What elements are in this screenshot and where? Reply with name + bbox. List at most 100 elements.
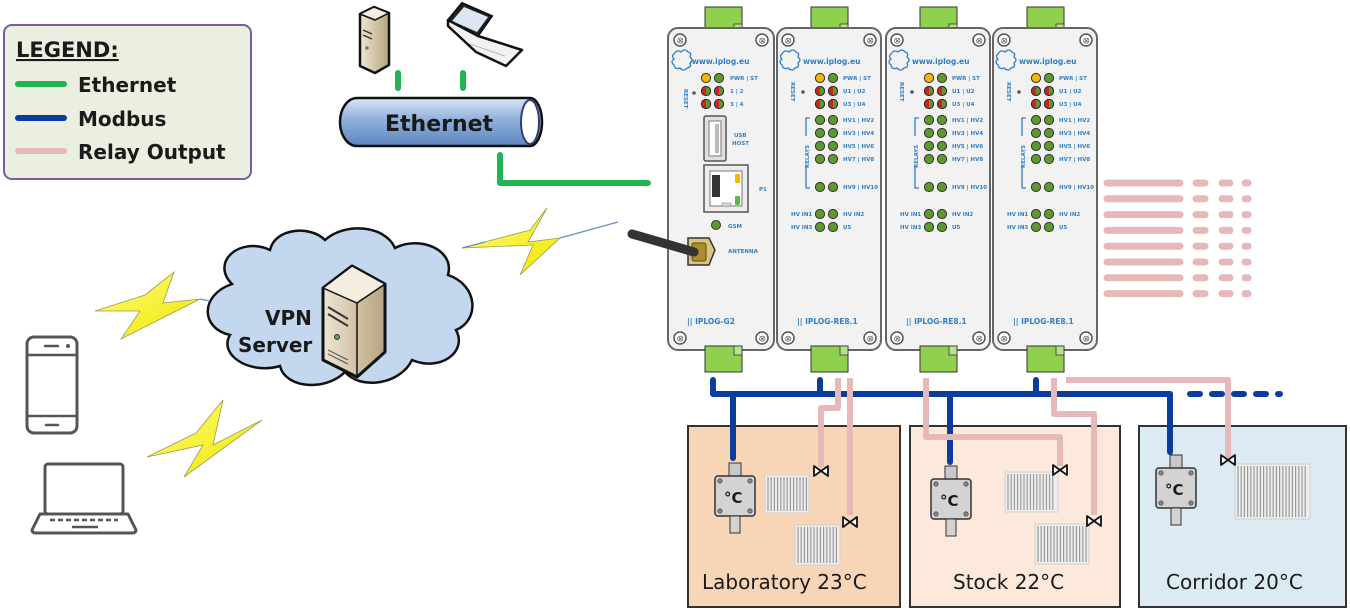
relay-led	[1043, 181, 1055, 193]
relay-module-led-label: PWR | ST	[1059, 76, 1087, 82]
relay-led	[1043, 140, 1055, 152]
ethernet-lan: Ethernet	[338, 1, 651, 186]
relay-module-reset-button[interactable]	[910, 90, 914, 94]
status-led	[936, 98, 948, 110]
gateway-led	[700, 85, 712, 97]
sensor-label: °C	[1165, 481, 1184, 499]
room-label-stock: Stock 22°C	[953, 570, 1064, 594]
p1-label: P1	[759, 187, 767, 193]
relay-led	[936, 153, 948, 165]
svg-text:⊗: ⊗	[677, 335, 685, 345]
status-led	[827, 98, 839, 110]
screw-icon: ⊗	[755, 331, 769, 345]
relays-label: RELAYS	[1021, 145, 1027, 168]
status-led	[936, 85, 948, 97]
svg-text:⊗: ⊗	[1001, 37, 1009, 47]
svg-text:⊗: ⊗	[867, 335, 875, 345]
relay-led-label: HV3 | HV4	[843, 131, 874, 137]
relay-led	[814, 127, 826, 139]
gsm-led	[711, 220, 721, 230]
relay-module-reset-label: RESET	[789, 82, 795, 102]
status-led	[1030, 98, 1042, 110]
input-label: HV IN3	[791, 225, 812, 231]
antenna-connector[interactable]	[687, 237, 716, 266]
status-led	[827, 72, 839, 84]
usb-label: USB	[734, 133, 747, 139]
lightning-icon-laptop	[146, 399, 263, 478]
relay-led-label: HV7 | HV8	[843, 157, 874, 163]
screw-icon: ⊗	[673, 331, 687, 345]
relay-module-reset-button[interactable]	[1017, 90, 1021, 94]
svg-text:⊗: ⊗	[759, 335, 767, 345]
input-label: HV IN3	[900, 225, 921, 231]
screw-icon: ⊗	[997, 33, 1011, 47]
gateway-led	[713, 85, 725, 97]
input-label: U5	[1059, 225, 1067, 231]
ethernet-port-p1[interactable]	[703, 164, 749, 213]
relay-led	[923, 140, 935, 152]
svg-text:⊗: ⊗	[894, 37, 902, 47]
relay-led	[814, 153, 826, 165]
temperature-sensor-icon: °C	[714, 462, 756, 534]
iplog-logo-icon	[995, 49, 1017, 71]
vpn-cloud: VPN Server	[206, 227, 474, 387]
relay-module-model-label: || IPLOG-RE8.1	[797, 317, 858, 327]
relay-led	[923, 127, 935, 139]
screw-icon: ⊗	[972, 33, 986, 47]
relay-led	[814, 140, 826, 152]
gateway-reset-button[interactable]	[692, 91, 696, 95]
iplog-logo-icon	[779, 49, 801, 71]
relay-module-led-label: PWR | ST	[952, 76, 980, 82]
input-label: HV IN1	[900, 212, 921, 218]
gateway-led	[700, 72, 712, 84]
relay-wire-corridor-valve	[1066, 377, 1231, 458]
status-led	[814, 98, 826, 110]
input-label: U5	[843, 225, 851, 231]
usb-host-label: HOST	[732, 141, 749, 147]
radiator-icon	[794, 524, 841, 566]
radiator-icon	[1004, 471, 1059, 513]
relay-module-reset-button[interactable]	[801, 90, 805, 94]
legend-label-modbus: Modbus	[78, 107, 166, 131]
relay-wire-stock-valve1	[923, 378, 1063, 466]
screw-icon: ⊗	[1079, 33, 1093, 47]
input-led	[1043, 221, 1055, 233]
relay-module-led-label: U3 | U4	[952, 102, 975, 108]
relay-output-lines	[1103, 179, 1252, 298]
relay-led	[936, 127, 948, 139]
relay-led	[936, 114, 948, 126]
status-led	[1043, 85, 1055, 97]
relay-led	[814, 114, 826, 126]
input-led	[936, 221, 948, 233]
input-led	[1043, 208, 1055, 220]
valve-icon	[813, 465, 829, 477]
relay-led	[1030, 127, 1042, 139]
modbus-line-gateway	[710, 377, 1173, 397]
antenna-label: ANTENNA	[728, 249, 759, 255]
radiator-icon	[1234, 463, 1311, 520]
valve-icon	[1052, 464, 1068, 476]
relay-led	[923, 181, 935, 193]
usb-host-port[interactable]	[703, 115, 727, 162]
relay-led-label: HV9 | HV10	[1059, 185, 1094, 191]
screw-icon: ⊗	[863, 331, 877, 345]
status-led	[1030, 85, 1042, 97]
relay-wire-lab-valve1	[818, 378, 841, 467]
relay-led	[1030, 153, 1042, 165]
svg-text:⊗: ⊗	[785, 37, 793, 47]
relay-module-led-label: U3 | U4	[1059, 102, 1082, 108]
temperature-sensor-icon: °C	[930, 465, 972, 537]
relay-module-led-label: PWR | ST	[843, 76, 871, 82]
relay-led	[827, 181, 839, 193]
screw-icon: ⊗	[863, 33, 877, 47]
gateway-led	[713, 72, 725, 84]
relay-module-url: www.iplog.eu	[803, 57, 860, 66]
iplog-logo-icon	[888, 49, 910, 71]
svg-text:⊗: ⊗	[1083, 335, 1091, 345]
status-led	[827, 85, 839, 97]
relay-module-led-label: U3 | U4	[843, 102, 866, 108]
modbus-bus	[710, 377, 1283, 465]
screw-icon: ⊗	[781, 331, 795, 345]
